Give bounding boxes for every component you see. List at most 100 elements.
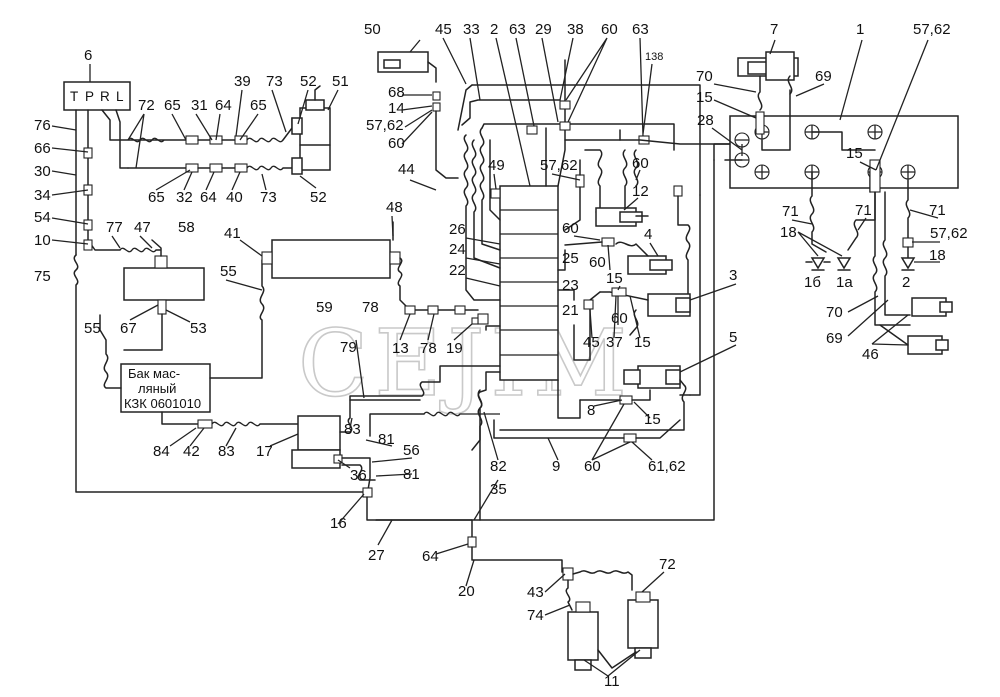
left-hose-lines	[73, 109, 366, 493]
part-label-57-62-bottom: 57,62	[930, 225, 968, 242]
part-label-45-top: 45	[435, 21, 452, 38]
cylinder-12	[595, 207, 649, 227]
watermark-text: CEJIM	[298, 310, 633, 417]
part-label-18-left: 18	[780, 224, 797, 241]
part-label-7: 7	[770, 21, 778, 38]
part-label-1b: 1б	[804, 274, 821, 291]
part-label-55-lower: 55	[84, 320, 101, 337]
part-label-42: 42	[183, 443, 200, 460]
part-label-14: 14	[388, 100, 405, 117]
part-label-59: 59	[316, 299, 333, 316]
part-label-17: 17	[256, 443, 273, 460]
part-label-46: 46	[862, 346, 879, 363]
part-label-60-lower-a: 60	[589, 254, 606, 271]
part-label-31: 31	[191, 97, 208, 114]
part-label-15-lower: 15	[634, 334, 651, 351]
cylinders-11	[562, 567, 659, 671]
part-label-72-upper: 72	[138, 97, 155, 114]
filter-58	[123, 239, 205, 351]
part-label-10: 10	[34, 232, 51, 249]
upper-hose-lines	[119, 117, 297, 173]
part-label-84: 84	[153, 443, 170, 460]
cylinder-7	[737, 51, 799, 135]
part-label-63-left: 63	[509, 21, 526, 38]
part-label-60-left: 60	[388, 135, 405, 152]
pump-17	[291, 399, 473, 521]
manifold-block-1	[729, 89, 959, 189]
part-label-13: 13	[392, 340, 409, 357]
part-label-52-upper: 52	[300, 73, 317, 90]
part-label-37: 37	[606, 334, 623, 351]
part-label-78-lower: 78	[420, 340, 437, 357]
part-label-75: 75	[34, 268, 51, 285]
part-label-58: 58	[178, 219, 195, 236]
part-label-57-62-left: 57,62	[366, 117, 404, 134]
part-label-15-upper-right: 15	[696, 89, 713, 106]
part-label-70-lower: 70	[826, 304, 843, 321]
part-label-48: 48	[386, 199, 403, 216]
part-label-33: 33	[463, 21, 480, 38]
part-label-36: 36	[350, 467, 367, 484]
part-label-65-lower: 65	[148, 189, 165, 206]
part-label-65-upper-b: 65	[250, 97, 267, 114]
part-label-32: 32	[176, 189, 193, 206]
hydraulic-tank: Бак мас- ляный КЗК 0601010	[99, 254, 299, 429]
part-label-60-mid: 60	[632, 155, 649, 172]
part-label-83-left: 83	[218, 443, 235, 460]
part-label-30: 30	[34, 163, 51, 180]
part-label-15-bottom: 15	[644, 411, 661, 428]
part-label-55-upper: 55	[220, 263, 237, 280]
part-label-64-upper: 64	[215, 97, 232, 114]
part-label-45-lower: 45	[583, 334, 600, 351]
part-label-74: 74	[527, 607, 544, 624]
cylinder-4	[564, 237, 673, 275]
part-label-53: 53	[190, 320, 207, 337]
part-label-71-b: 71	[855, 202, 872, 219]
part-label-76: 76	[34, 117, 51, 134]
part-label-56: 56	[403, 442, 420, 459]
part-label-70-upper: 70	[696, 68, 713, 85]
part-label-71-a: 71	[782, 203, 799, 220]
valve-port-r: R	[100, 89, 110, 104]
lower-manifold-lines	[349, 291, 601, 573]
part-number-labels: 6 76 66 30 34 54 10 75 72 65 31 64 65 39…	[34, 21, 968, 690]
part-label-82: 82	[490, 458, 507, 475]
part-label-57-62-right: 57,62	[913, 21, 951, 38]
part-label-29: 29	[535, 21, 552, 38]
part-label-64-lower: 64	[200, 189, 217, 206]
part-label-18-right: 18	[929, 247, 946, 264]
part-label-22: 22	[449, 262, 466, 279]
right-hose-lines	[713, 143, 914, 326]
part-label-63-right: 63	[632, 21, 649, 38]
part-label-20: 20	[458, 583, 475, 600]
distributor-label-138: 138	[645, 51, 663, 63]
part-label-34: 34	[34, 187, 51, 204]
upper-manifold-lines	[375, 59, 731, 521]
cross-lines	[485, 249, 691, 396]
part-label-5: 5	[729, 329, 737, 346]
part-label-19: 19	[446, 340, 463, 357]
part-label-81-upper: 81	[378, 431, 395, 448]
part-label-39: 39	[234, 73, 251, 90]
part-label-21: 21	[562, 302, 579, 319]
cylinder-50	[377, 51, 459, 179]
part-label-15-right: 15	[846, 145, 863, 162]
part-label-61-62: 61,62	[648, 458, 686, 475]
part-label-40: 40	[226, 189, 243, 206]
part-label-72-bottom: 72	[659, 556, 676, 573]
part-label-1: 1	[856, 21, 864, 38]
part-label-38: 38	[567, 21, 584, 38]
part-label-73-upper: 73	[266, 73, 283, 90]
part-label-77: 77	[106, 219, 123, 236]
part-label-79: 79	[340, 339, 357, 356]
part-label-73-lower: 73	[260, 189, 277, 206]
part-label-83-right: 83	[344, 421, 361, 438]
part-label-68: 68	[388, 84, 405, 101]
part-label-3: 3	[729, 267, 737, 284]
tank-label-line3: КЗК 0601010	[124, 396, 201, 411]
part-label-15-mid: 15	[606, 270, 623, 287]
part-label-26: 26	[449, 221, 466, 238]
part-label-54: 54	[34, 209, 51, 226]
